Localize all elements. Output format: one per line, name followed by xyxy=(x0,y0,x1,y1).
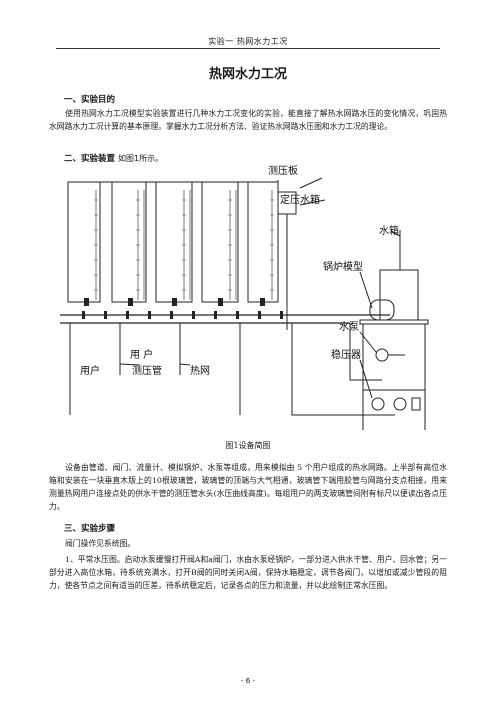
equipment-diagram-svg: 测压板 定压水箱 水箱 锅炉模型 水泵 稳压器 用 户 用户 测压管 热网 xyxy=(60,164,429,430)
stabilizer-bottle-1 xyxy=(371,397,385,411)
section-heading-purpose: 一、实验目的 xyxy=(64,95,116,105)
header-rule xyxy=(56,48,440,49)
apparatus-heading-text: 二、实验装置 xyxy=(64,154,116,164)
running-header: 实验一 热网水力工况 xyxy=(208,37,288,46)
equipment-table-top xyxy=(359,319,429,325)
step1-text: 1、平常水压图。启动水泵缓慢打开阀A和a阀门，水由水泵经锅炉，一部分进入供水干管… xyxy=(49,555,447,590)
label-boiler-model: 锅炉模型 xyxy=(323,260,363,273)
step1-paragraph: 1、平常水压图。启动水泵缓慢打开阀A和a阀门，水由水泵经锅炉，一部分进入供水干管… xyxy=(49,553,447,592)
purpose-text: 使用热网水力工况模型实验装置进行几种水力工况变化的实验，能直接了解热水网路水压的… xyxy=(49,109,447,131)
apparatus-heading-note: 如图1所示。 xyxy=(118,154,164,163)
stabilizer-bottle-2 xyxy=(393,397,407,411)
label-water-pump: 水泵 xyxy=(339,321,359,333)
label-user: 用户 xyxy=(80,364,100,377)
water-pump xyxy=(375,348,389,362)
label-user-top: 用 户 xyxy=(130,348,153,361)
description-paragraph: 设备由管道、阀门、流量计、模拟锅炉、水泵等组成，用来模拟由 5 个用户组成的热水… xyxy=(49,461,447,513)
label-constant-pressure-tank: 定压水箱 xyxy=(280,193,320,206)
equipment-diagram: 测压板 定压水箱 水箱 锅炉模型 水泵 稳压器 用 户 用户 测压管 热网 xyxy=(60,160,440,435)
description-text: 设备由管道、阀门、流量计、模拟锅炉、水泵等组成，用来模拟由 5 个用户组成的热水… xyxy=(49,463,447,511)
pressure-panel-2 xyxy=(111,181,147,303)
purpose-paragraph: 使用热网水力工况模型实验装置进行几种水力工况变化的实验，能直接了解热水网路水压的… xyxy=(49,107,447,133)
label-pressure-board: 测压板 xyxy=(268,164,298,177)
label-water-tank: 水箱 xyxy=(379,224,399,237)
section-heading-steps: 三、实验步骤 xyxy=(64,524,116,534)
document-title: 热网水力工况 xyxy=(208,67,287,82)
steps-intro-text: 阀门操作见系统图。 xyxy=(65,539,136,548)
label-heating-network: 热网 xyxy=(190,364,210,377)
water-tank xyxy=(379,269,419,321)
label-stabilizer: 稳压器 xyxy=(331,348,361,361)
section-heading-apparatus: 二、实验装置如图1所示。 xyxy=(64,152,163,164)
pressure-panel-4 xyxy=(201,181,239,303)
page-number: - 6 - xyxy=(241,677,255,685)
steps-intro-paragraph: 阀门操作见系统图。 xyxy=(49,537,447,550)
label-pressure-tube: 测压管 xyxy=(132,364,162,377)
figure-caption: 图1设备简图 xyxy=(225,441,271,450)
pressure-panel-3 xyxy=(155,181,193,303)
boiler-model xyxy=(369,299,395,321)
